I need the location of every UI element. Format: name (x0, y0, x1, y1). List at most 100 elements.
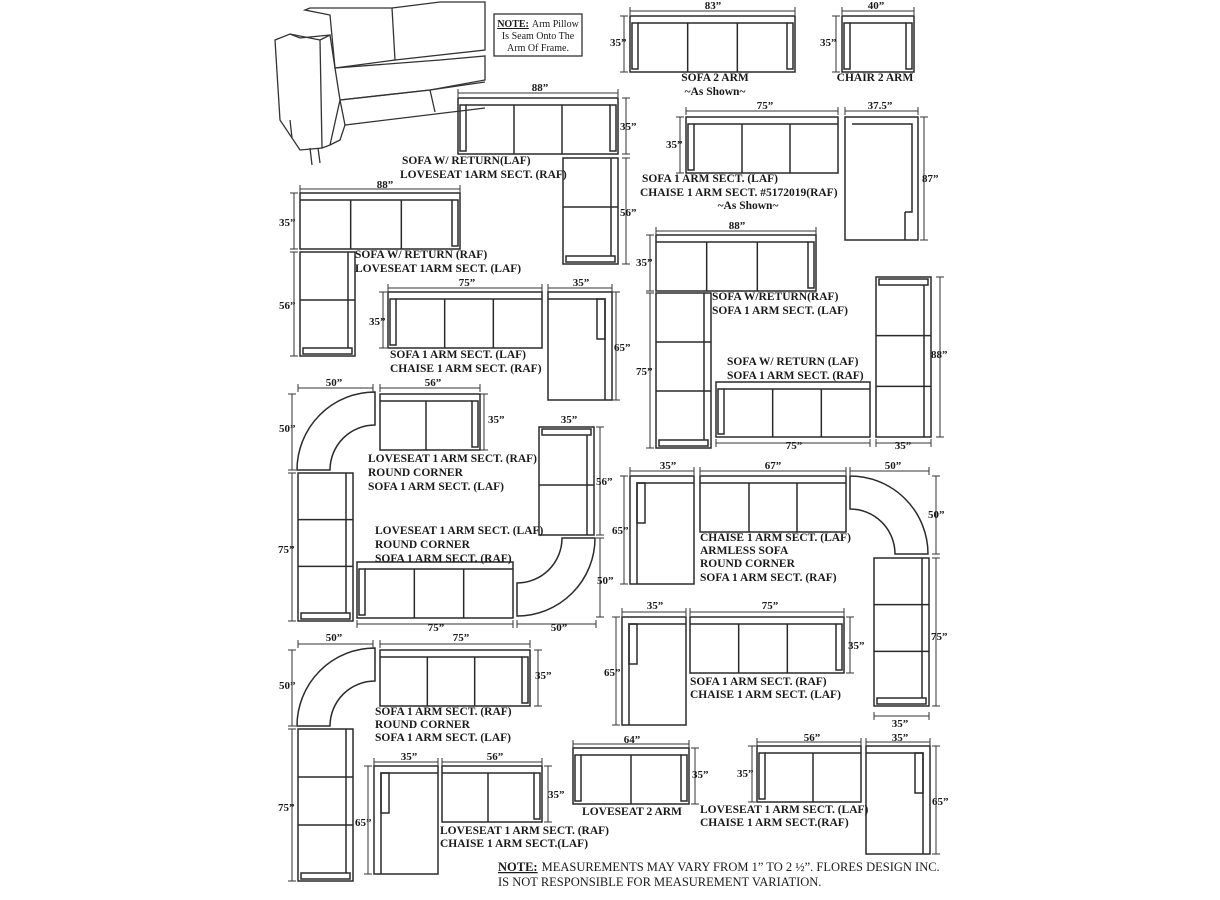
c1-return-arm-bottom (565, 255, 616, 263)
c5-chaise (547, 291, 613, 401)
label-config-7a: LOVESEAT 1 ARM SECT. (RAF) (368, 453, 537, 465)
dim-c4-depth: 35” (636, 257, 653, 269)
label-config-6b: SOFA 1 ARM SECT. (RAF) (727, 370, 864, 382)
c8-loveseat (538, 426, 595, 536)
dim-c7-return: 75” (278, 544, 295, 556)
c2-chaise-inner (852, 123, 913, 240)
dim-chair-width: 40” (868, 0, 885, 12)
dim-c12-depth: 35” (548, 789, 565, 801)
dim-c9-corner-w: 50” (885, 460, 902, 472)
label-config-1a: SOFA W/ RETURN(LAF) (402, 155, 531, 167)
dim-c4-return: 75” (636, 366, 653, 378)
dim-c3-depth: 35” (279, 217, 296, 229)
label-chair-2-arm: CHAIR 2 ARM (837, 72, 914, 84)
label-config-7b: ROUND CORNER (368, 467, 464, 479)
c11-sofa-laf-arm-bottom (300, 872, 351, 880)
label-config-3a: SOFA W/ RETURN (RAF) (355, 249, 487, 261)
c7-sofa (297, 472, 354, 622)
svg-text:NOTE:Arm Pillow: NOTE:Arm Pillow (497, 19, 579, 30)
label-config-13b: CHAISE 1 ARM SECT.(RAF) (700, 817, 849, 829)
label-config-4b: SOFA 1 ARM SECT. (LAF) (712, 305, 848, 317)
label-config-12b: CHAISE 1 ARM SECT.(LAF) (440, 838, 588, 850)
dim-c11-return: 75” (278, 802, 295, 814)
c3-return-arm-bottom (302, 347, 353, 355)
dim-c8-depth-top: 35” (561, 414, 578, 426)
dim-c12-chaise-len: 65” (355, 817, 372, 829)
label-config-5b: CHAISE 1 ARM SECT. (RAF) (390, 363, 542, 375)
c9-sofa (873, 557, 930, 707)
label-config-7c: SOFA 1 ARM SECT. (LAF) (368, 481, 504, 493)
label-loveseat-2-arm: LOVESEAT 2 ARM (582, 806, 682, 818)
dim-sofa-depth: 35” (610, 37, 627, 49)
chair-2-arm-arm-right (905, 22, 913, 70)
c11-sofa-arm-right (521, 656, 529, 704)
label-config-2a: SOFA 1 ARM SECT. (LAF) (642, 173, 778, 185)
c3-sofa (299, 192, 461, 250)
c10-sofa (689, 616, 845, 674)
dim-c13-width: 56” (804, 732, 821, 744)
dim-c10-chaise-w: 35” (647, 600, 664, 612)
dim-c4-width: 88” (729, 220, 746, 232)
dim-c10-depth: 35” (848, 640, 865, 652)
measurement-footer-note: NOTE:MEASUREMENTS MAY VARY FROM 1” TO 2 … (498, 860, 940, 889)
label-config-5a: SOFA 1 ARM SECT. (LAF) (390, 349, 526, 361)
c2-sofa (685, 116, 839, 174)
c3-return (299, 251, 356, 357)
label-config-8b: ROUND CORNER (375, 539, 471, 551)
dim-c11-depth: 35” (535, 670, 552, 682)
sofa-sketch-illustration (274, 1, 486, 166)
loveseat-2-arm-arm-right (680, 754, 688, 802)
label-config-11b: ROUND CORNER (375, 719, 471, 731)
dim-c6-width: 75” (786, 440, 803, 452)
dim-c6-return: 88” (931, 349, 948, 361)
c5-sofa (387, 291, 543, 349)
label-config-2c: ~As Shown~ (718, 200, 779, 212)
c9-corner (849, 475, 929, 555)
dim-c9-corner-h: 50” (928, 509, 945, 521)
arm-pillow-note: NOTE:Arm Pillow Is Seam Onto The Arm Of … (493, 13, 583, 57)
label-config-12a: LOVESEAT 1 ARM SECT. (RAF) (440, 825, 609, 837)
dim-c7-corner-w: 50” (326, 377, 343, 389)
c8-loveseat-arm-top (541, 428, 592, 436)
c1-return (562, 157, 619, 265)
c5-sofa-arm-left (389, 298, 397, 346)
c4-return (655, 292, 712, 449)
dim-c13-chaise-w: 35” (892, 732, 909, 744)
c6-sofa (715, 381, 871, 438)
dim-c11-width: 75” (453, 632, 470, 644)
footer-head: NOTE: (498, 860, 538, 874)
c3-sofa-arm-right (451, 199, 459, 247)
dim-c5-width: 75” (459, 277, 476, 289)
c1-sofa-arm-left (459, 104, 467, 152)
label-config-10a: SOFA 1 ARM SECT. (RAF) (690, 676, 827, 688)
c6-return-arm-top (878, 278, 929, 286)
c7-loveseat (379, 393, 481, 451)
c10-chaise-arm (628, 623, 638, 665)
note-line-1: Arm Pillow (532, 19, 580, 30)
label-config-4a: SOFA W/RETURN(RAF) (712, 291, 839, 303)
dim-c7-corner-h: 50” (279, 423, 296, 435)
label-config-9b: ARMLESS SOFA (700, 545, 789, 557)
dim-c7-width: 56” (425, 377, 442, 389)
dim-c1-width: 88” (532, 82, 549, 94)
c11-corner (296, 647, 376, 727)
dim-c5-chaise-width: 35” (573, 277, 590, 289)
dim-loveseat-depth: 35” (692, 769, 709, 781)
dim-c9-chaise-w: 35” (660, 460, 677, 472)
c10-chaise (621, 616, 687, 726)
sofa-2-arm-arm-left (631, 22, 639, 70)
c13-chaise-arm (914, 752, 924, 794)
dim-c5-depth: 35” (369, 316, 386, 328)
sofa-2-arm-arm-right (786, 22, 794, 70)
c7-loveseat-arm-right (471, 400, 479, 448)
label-config-8c: SOFA 1 ARM SECT. (RAF) (375, 553, 512, 565)
c12-loveseat (441, 765, 543, 823)
dim-c12-chaise-w: 35” (401, 751, 418, 763)
label-config-3b: LOVESEAT 1ARM SECT. (LAF) (355, 263, 521, 275)
dim-c9-armless-w: 67” (765, 460, 782, 472)
c8-sofa (356, 561, 514, 619)
c13-chaise (865, 745, 931, 855)
label-config-8a: LOVESEAT 1 ARM SECT. (LAF) (375, 525, 544, 537)
c6-return (875, 276, 932, 438)
